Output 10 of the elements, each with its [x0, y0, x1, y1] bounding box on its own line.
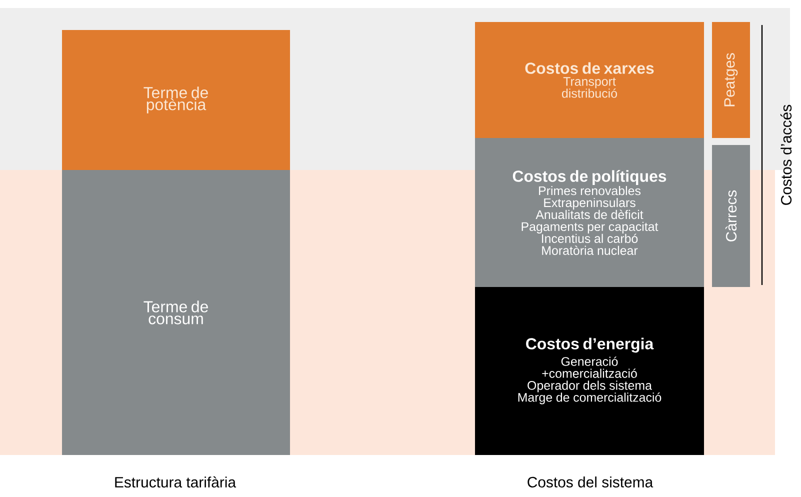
axis-label: Costos d’accés: [780, 104, 792, 205]
axis-label: Costos del sistema: [528, 476, 654, 488]
cost-box: Costos d’energia Generació +comercialització Operador dels sistema Marge de comercialització: [475, 286, 704, 455]
cost-box: Terme de potència: [62, 30, 290, 170]
cost-box: Terme de consum: [62, 170, 290, 455]
axis-label: Estructura tarifària: [115, 476, 236, 488]
cost-box: Costos de polítiques Primes renovables Extrapeninsulars Anualitats de dèficit Pagaments per capacitat Incentius al carbó Moratòria nuclear: [475, 138, 704, 287]
band-box: Peatges: [712, 22, 750, 138]
band-box: Càrrecs: [712, 144, 750, 287]
cost-box: Costos de xarxes Transport distribució: [475, 22, 704, 138]
